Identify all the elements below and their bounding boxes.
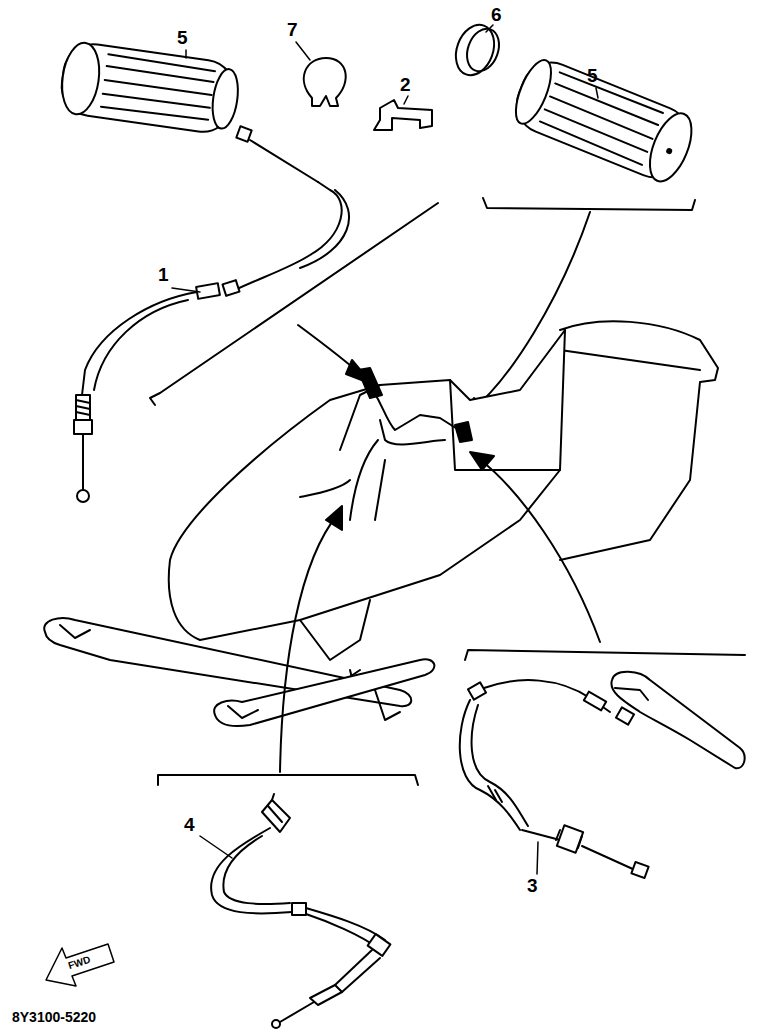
leader-line [172,25,598,874]
callout-number: 4 [184,815,195,834]
clip [304,58,346,106]
clip [374,100,432,130]
left-grip [58,40,242,136]
ski [214,659,434,726]
pointer-head [470,452,494,470]
figure-code: 8Y3100-5220 [12,1010,96,1024]
forward-arrow [46,944,114,986]
right-grip [508,54,700,187]
group-bracket [465,650,745,660]
brake-lever [611,672,744,768]
callout-number: 6 [491,5,502,24]
stop-switch-cable [211,794,390,1028]
pointer-arrow [280,514,338,772]
callout-number: 1 [158,265,169,284]
group-bracket [158,775,418,785]
callout-number: 5 [587,66,598,85]
group-bracket [150,203,438,405]
brake-lever [615,688,648,700]
callout-number: 5 [177,28,188,47]
pointer-head [326,506,342,530]
collar-ring [449,19,504,80]
handlebar [300,368,472,520]
callout-number: 3 [527,876,538,895]
callout-number: 7 [287,20,298,39]
pointer-arrow [478,458,600,642]
snowmobile [44,321,718,726]
brake-cable [460,680,649,878]
group-bracket [483,198,695,210]
callout-number: 2 [400,75,411,94]
